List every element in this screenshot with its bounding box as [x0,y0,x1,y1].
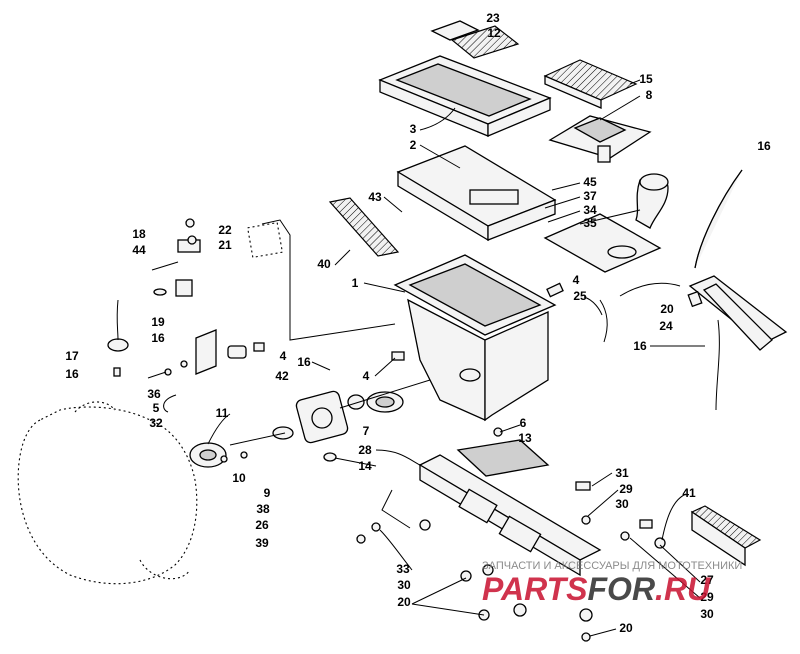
callout-43: 43 [368,190,382,204]
callout-21: 21 [218,238,232,252]
spacer-42 [227,345,247,359]
watermark-brand-suffix: .RU [655,571,711,607]
callout-19: 19 [151,315,165,329]
mount-plate-left [147,329,217,379]
watermark: ЗАПЧАСТИ И АКСЕССУАРЫ ДЛЯ МОТОТЕХНИКИ PA… [482,560,742,607]
callout-30: 30 [397,578,411,592]
callout-10: 10 [232,471,246,485]
callout-6: 6 [520,416,527,430]
callout-42: 42 [275,369,289,383]
callout-39: 39 [255,536,269,550]
callout-22: 22 [218,223,232,237]
callout-15: 15 [639,72,653,86]
callout-18: 18 [132,227,146,241]
callout-30: 30 [615,497,629,511]
callout-16: 16 [65,367,79,381]
callout-4: 4 [363,369,370,383]
callout-40: 40 [317,257,331,271]
callout-16: 16 [151,331,165,345]
callout-35: 35 [583,216,597,230]
callout-20: 20 [619,621,633,635]
callout-11: 11 [216,406,229,420]
callout-32: 32 [149,416,163,430]
callout-25: 25 [573,289,587,303]
callout-4: 4 [573,273,580,287]
callout-12: 12 [487,26,501,40]
callout-4: 4 [280,349,287,363]
callout-16: 16 [757,139,771,153]
callout-17: 17 [65,349,79,363]
watermark-brand-red: PARTS [482,571,588,607]
lower-duct-28 [418,439,602,577]
flange-11 [189,442,227,468]
silencer-24 [687,275,788,351]
callout-3: 3 [410,122,417,136]
callout-36: 36 [147,387,161,401]
callout-9: 9 [264,486,271,500]
callout-41: 41 [682,486,696,500]
mount-plate-34 [543,213,662,273]
callout-29: 29 [619,482,633,496]
intake-boot-7 [366,391,404,413]
fuel-pump-19 [153,279,193,297]
bracket-ghost [246,221,284,259]
callout-20: 20 [660,302,674,316]
callout-27: 27 [700,573,714,587]
filter-cover-23 [430,20,480,41]
airbox-frame-2 [396,145,557,242]
filter-element-12 [450,25,520,59]
airbox-body-1 [393,254,557,422]
callout-8: 8 [646,88,653,102]
callout-2: 2 [410,138,417,152]
callout-13: 13 [518,431,532,445]
callout-16: 16 [633,339,647,353]
callout-23: 23 [486,11,500,25]
side-filter-40 [328,197,400,257]
callout-33: 33 [396,562,410,576]
callout-28: 28 [358,443,372,457]
callout-44: 44 [132,243,146,257]
callout-31: 31 [615,466,629,480]
callout-16: 16 [297,355,311,369]
callout-1: 1 [352,276,359,290]
intake-boot-35 [635,173,669,229]
callout-30: 30 [700,607,714,621]
callout-37: 37 [583,189,597,203]
callout-26: 26 [255,518,269,532]
clamp-7b [347,394,365,410]
hose-16-right [694,169,743,269]
callout-34: 34 [583,203,597,217]
baffle-tray-8 [548,115,652,163]
filter-41 [690,505,762,567]
airbox-lid-3 [378,55,552,137]
callout-5: 5 [153,401,160,415]
watermark-brand-dark: FOR [588,571,656,607]
watermark-caption: ЗАПЧАСТИ И АКСЕССУАРЫ ДЛЯ МОТОТЕХНИКИ [482,560,742,572]
callout-38: 38 [256,502,270,516]
callout-45: 45 [583,175,597,189]
watermark-brand: PARTSFOR.RU [482,571,711,607]
carburetor-9 [295,390,349,444]
callout-14: 14 [358,459,372,473]
engine-outline [17,406,198,585]
clamp-18-bracket [151,218,201,271]
filter-pad-15 [543,59,638,109]
callout-24: 24 [659,319,673,333]
fuel-filter-17 [107,299,129,377]
callout-20: 20 [397,595,411,609]
callout-7: 7 [363,424,370,438]
rod-33 [381,489,411,529]
callout-29: 29 [700,590,714,604]
